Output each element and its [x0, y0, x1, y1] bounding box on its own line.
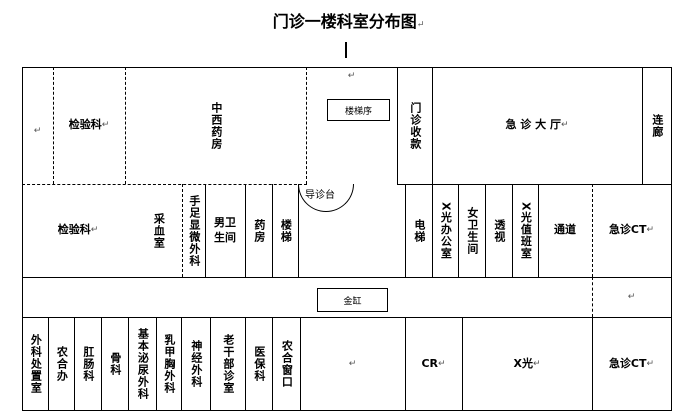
- divider: [592, 317, 593, 411]
- corridor-box: 金缸: [317, 288, 388, 312]
- divider: [642, 67, 643, 184]
- room-cr: CR↵: [421, 356, 446, 370]
- room-neurosurgery: 神经外科: [189, 340, 203, 388]
- divider: [181, 317, 182, 411]
- room-passage: 通道: [554, 223, 576, 237]
- divider: [22, 277, 672, 278]
- divider: [22, 184, 307, 185]
- divider: [512, 184, 513, 277]
- room-mens-toilet: 男卫生间: [214, 215, 236, 244]
- room-orthopedics: 骨科: [108, 352, 122, 376]
- frame-top: [22, 67, 672, 68]
- divider: [298, 184, 299, 277]
- frame-bottom: [22, 410, 672, 411]
- room-emergency-ct-upper: 急诊CT↵: [608, 223, 655, 237]
- room-xray: X光↵: [513, 356, 541, 370]
- divider: [125, 67, 126, 184]
- divider: [245, 317, 246, 411]
- room-hand-foot-microsurgery: 手足显微外科: [187, 194, 201, 267]
- room-fluoroscopy: 透视: [492, 218, 506, 243]
- divider: [272, 184, 273, 277]
- room-emergency-hall: 急 诊 大 厅↵: [505, 118, 569, 132]
- room-empty: ↵: [33, 126, 42, 137]
- room-empty-lower: ↵: [348, 358, 357, 369]
- divider: [397, 184, 672, 185]
- room-surgery: 外科处置室: [29, 334, 43, 394]
- room-xray-office: X光办公室: [439, 201, 453, 260]
- divider: [22, 317, 672, 318]
- divider: [128, 317, 129, 411]
- room-blood-draw: 采血室: [152, 212, 166, 249]
- room-tcm-pharmacy: 中西药房: [209, 101, 223, 150]
- divider: [432, 67, 433, 184]
- room-anorectal: 肛肠科: [81, 346, 95, 382]
- divider: [458, 184, 459, 277]
- divider: [182, 184, 183, 277]
- text-cursor: [345, 42, 347, 58]
- divider: [272, 317, 273, 411]
- stairs-box: 楼梯序: [327, 99, 390, 121]
- divider: [101, 317, 102, 411]
- room-lab-upper: 检验科↵: [68, 118, 110, 132]
- room-emergency-ct-lower: 急诊CT↵: [608, 356, 655, 370]
- room-womens-toilet: 女卫生间: [465, 206, 479, 255]
- divider: [210, 317, 211, 411]
- room-pharmacy: 药房: [252, 218, 266, 243]
- divider: [397, 67, 398, 184]
- frame-left: [22, 67, 23, 411]
- room-urology: 基本泌尿外科: [136, 328, 150, 400]
- room-health-insurance: 医保科: [252, 346, 266, 382]
- divider: [74, 317, 75, 411]
- room-rural-office: 农合办: [55, 346, 69, 382]
- room-corridor: 连廊: [650, 113, 664, 138]
- divider: [48, 317, 49, 411]
- room-elevator: 电梯: [412, 218, 426, 243]
- room-breast-thyroid: 乳甲胸外科: [162, 334, 176, 394]
- divider: [205, 184, 206, 277]
- divider: [592, 184, 593, 277]
- triage-desk-label: 导诊台: [305, 190, 335, 201]
- frame-right: [671, 67, 672, 411]
- divider: [432, 184, 433, 277]
- page-title: 门诊一楼科室分布图↵: [272, 12, 425, 31]
- divider: [538, 184, 539, 277]
- room-cashier: 门诊收款: [408, 101, 422, 150]
- room-xray-duty: X光值班室: [519, 201, 533, 260]
- corridor-mark: ↵: [627, 291, 636, 302]
- room-stairs: 楼梯: [279, 218, 293, 243]
- room-cadre-clinic: 老干部诊室: [221, 334, 235, 394]
- room-rural-window: 农合窗口: [280, 340, 294, 388]
- divider: [306, 67, 307, 184]
- divider: [53, 67, 54, 184]
- divider: [245, 184, 246, 277]
- divider: [300, 317, 301, 411]
- stairwell-arrow: ↵: [347, 70, 356, 81]
- divider: [405, 317, 406, 411]
- divider: [485, 184, 486, 277]
- divider: [405, 184, 406, 277]
- divider: [592, 277, 593, 317]
- divider: [156, 317, 157, 411]
- room-lab-lower: 检验科↵: [57, 223, 99, 237]
- divider: [462, 317, 463, 411]
